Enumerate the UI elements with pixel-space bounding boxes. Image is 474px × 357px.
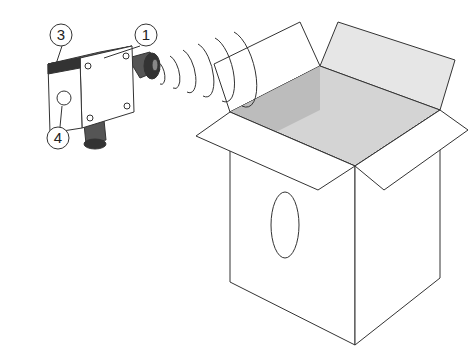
- box-flap: [355, 110, 468, 190]
- bottom-connector-end: [84, 139, 106, 149]
- callout-number: 3: [50, 24, 72, 46]
- connector-pins: [152, 59, 158, 71]
- sensor-lens-band: [48, 58, 80, 74]
- callout-marks: [47, 24, 157, 149]
- callout-number: 1: [135, 24, 157, 46]
- target-spot: [271, 192, 299, 258]
- sound-waves: [158, 32, 257, 107]
- sensor-front: [48, 58, 82, 133]
- screw-hole: [123, 53, 129, 59]
- callout-number: 4: [47, 127, 69, 149]
- sensor-side: [80, 46, 134, 128]
- box-flap: [196, 112, 355, 190]
- screw-hole: [85, 63, 91, 69]
- sensor-indicator: [57, 91, 71, 105]
- screw-hole: [124, 103, 130, 109]
- screw-hole: [87, 115, 93, 121]
- connector-end: [144, 53, 160, 79]
